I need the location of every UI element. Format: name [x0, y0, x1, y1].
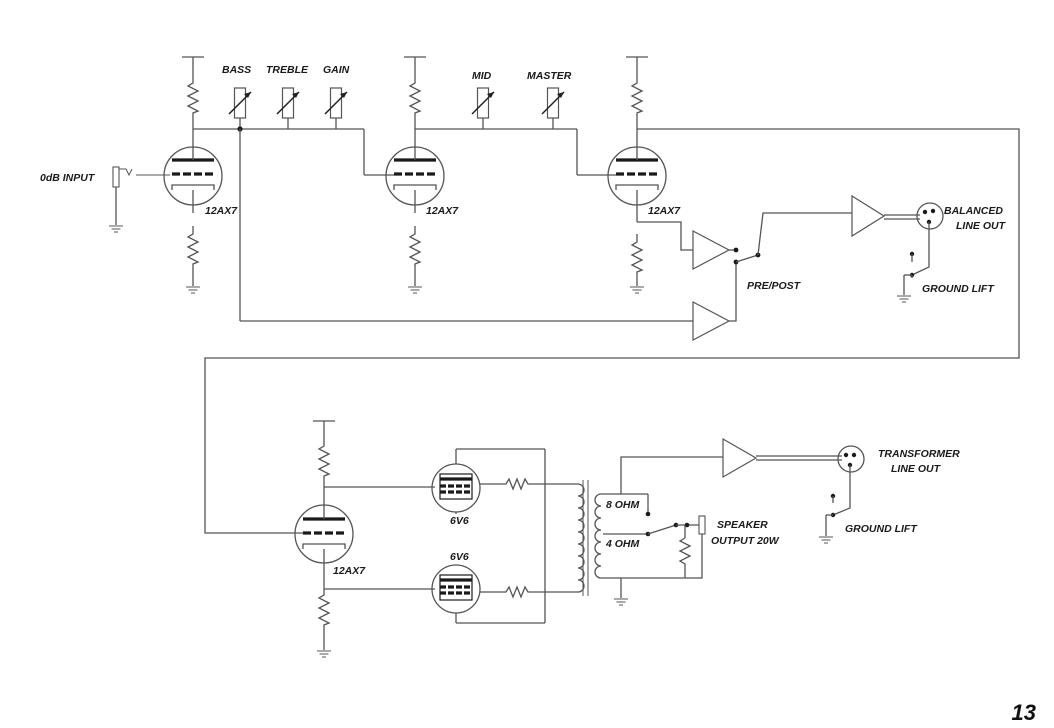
tube-2-label: 12AX7	[426, 205, 459, 217]
power-tube-1	[431, 463, 481, 513]
pre-post-label: PRE/POST	[747, 280, 802, 292]
tap-4-ohm-label: 4 OHM	[605, 538, 640, 550]
input-label: 0dB INPUT	[40, 172, 96, 184]
speaker-label-2: OUTPUT 20W	[711, 535, 780, 547]
tube-1-label: 12AX7	[205, 205, 238, 217]
page-number: 13	[1011, 700, 1036, 725]
tube-3-label: 12AX7	[648, 205, 681, 217]
transformer-xlr-jack	[837, 445, 865, 473]
bass-label: BASS	[222, 64, 251, 76]
gain-label: GAIN	[323, 64, 350, 76]
treble-label: TREBLE	[266, 64, 309, 76]
balanced-out-label-2: LINE OUT	[956, 220, 1007, 232]
power-tube-2	[431, 564, 481, 614]
mid-label: MID	[472, 70, 492, 82]
transformer-out-label-2: LINE OUT	[891, 463, 942, 475]
transformer-out-label-1: TRANSFORMER	[878, 448, 960, 460]
power-tube-2-label: 6V6	[450, 551, 469, 563]
speaker-label-1: SPEAKER	[717, 519, 768, 531]
ground-lift-label-1: GROUND LIFT	[922, 283, 995, 295]
balanced-xlr-jack	[916, 202, 944, 230]
tube-4-label: 12AX7	[333, 565, 366, 577]
tap-8-ohm-label: 8 OHM	[606, 499, 640, 511]
ground-lift-label-2: GROUND LIFT	[845, 523, 918, 535]
master-label: MASTER	[527, 70, 572, 82]
power-tube-1-label: 6V6	[450, 515, 469, 527]
balanced-out-label-1: BALANCED	[944, 205, 1003, 217]
